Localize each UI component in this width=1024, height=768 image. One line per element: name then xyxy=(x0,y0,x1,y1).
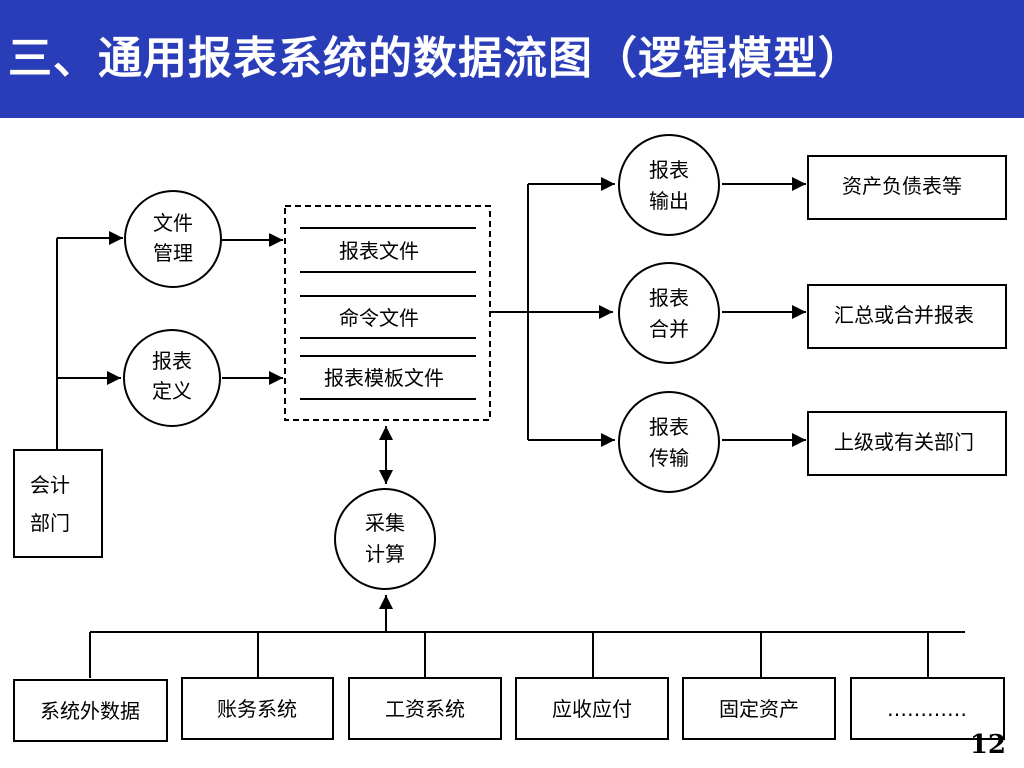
output-superior-dept: 上级或有关部门 xyxy=(807,411,1007,476)
node-label: 报表 xyxy=(649,158,689,182)
node-label: 报表 xyxy=(649,415,689,439)
store-item-command-file: 命令文件 xyxy=(339,306,419,330)
node-accounting-dept: 会计 部门 xyxy=(13,449,103,558)
connectors xyxy=(56,177,965,678)
source-receivable-payable: 应收应付 xyxy=(515,677,669,740)
source-ledger-system: 账务系统 xyxy=(181,677,334,740)
node-label: 合并 xyxy=(649,317,689,341)
process-report-output: 报表 输出 xyxy=(618,134,720,236)
page-number: 12 xyxy=(969,730,1006,760)
output-label: 资产负债表等 xyxy=(842,174,962,198)
node-label: 输出 xyxy=(649,189,689,213)
node-label: 采集 xyxy=(365,511,405,535)
process-collect-compute: 采集 计算 xyxy=(334,488,436,590)
source-label: 工资系统 xyxy=(385,697,465,721)
source-label: 账务系统 xyxy=(217,697,297,721)
title-bar: 三、通用报表系统的数据流图（逻辑模型） xyxy=(0,0,1024,118)
process-report-merge: 报表 合并 xyxy=(618,262,720,364)
node-label: 计算 xyxy=(365,542,405,566)
output-balance-sheet: 资产负债表等 xyxy=(807,155,1007,220)
source-external-data: 系统外数据 xyxy=(13,679,168,742)
node-label: 报表 xyxy=(152,349,192,373)
node-label: 管理 xyxy=(153,241,193,265)
output-label: 汇总或合并报表 xyxy=(834,303,974,327)
source-label: 固定资产 xyxy=(719,697,799,721)
node-label: 部门 xyxy=(30,511,70,535)
source-label: 应收应付 xyxy=(552,697,632,721)
output-summary-report: 汇总或合并报表 xyxy=(807,284,1007,349)
node-label: 定义 xyxy=(152,379,192,403)
store-item-report-file: 报表文件 xyxy=(339,239,419,263)
source-more: ………… xyxy=(850,677,1005,740)
source-payroll-system: 工资系统 xyxy=(348,677,502,740)
node-label: 报表 xyxy=(649,286,689,310)
store-item-template-file: 报表模板文件 xyxy=(324,366,444,390)
output-label: 上级或有关部门 xyxy=(834,430,974,454)
process-file-management: 文件 管理 xyxy=(124,190,222,288)
process-report-definition: 报表 定义 xyxy=(123,329,221,427)
page-title: 三、通用报表系统的数据流图（逻辑模型） xyxy=(8,33,863,84)
source-fixed-assets: 固定资产 xyxy=(682,677,836,740)
process-report-transfer: 报表 传输 xyxy=(618,391,720,493)
node-label: 文件 xyxy=(153,211,193,235)
node-label: 传输 xyxy=(649,446,689,470)
node-label: 会计 xyxy=(30,473,70,497)
data-store: 报表文件 命令文件 报表模板文件 xyxy=(284,205,491,421)
source-label: ………… xyxy=(887,697,967,721)
source-label: 系统外数据 xyxy=(40,699,140,723)
